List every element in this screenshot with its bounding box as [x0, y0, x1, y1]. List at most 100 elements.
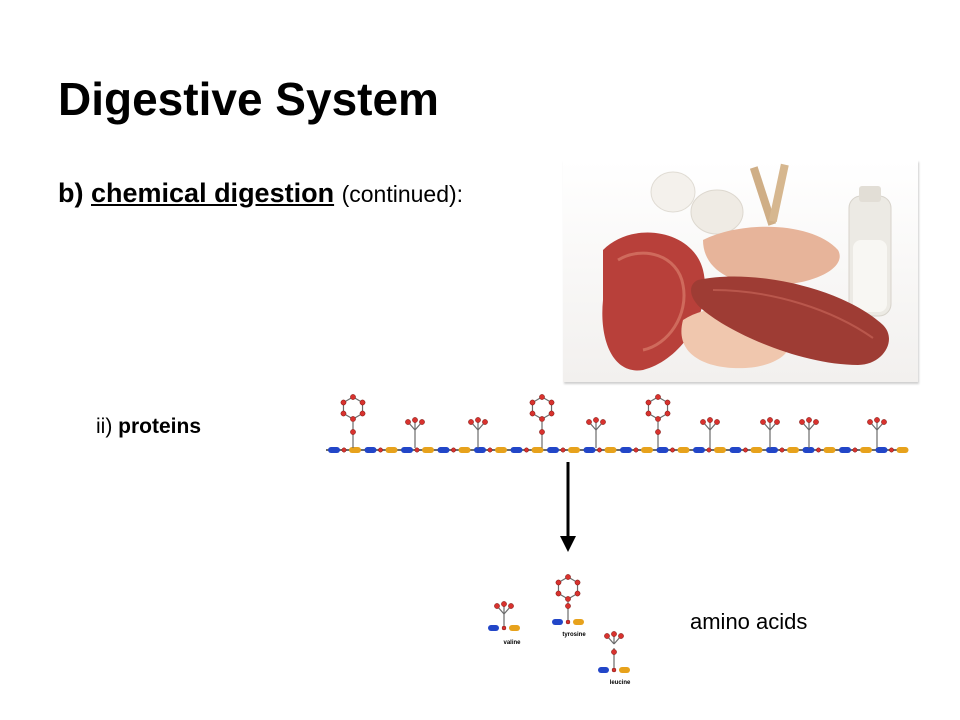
- oxygen-atom: [586, 419, 592, 425]
- oxygen-atom: [633, 447, 639, 453]
- oxygen-atom: [475, 417, 481, 423]
- residue-segment: [839, 447, 851, 453]
- oxygen-atom: [487, 447, 493, 453]
- side-chain: [405, 417, 425, 448]
- residue-segment: [495, 447, 507, 453]
- oxygen-atom: [341, 447, 347, 453]
- oxygen-atom: [529, 399, 536, 406]
- oxygen-atom: [600, 419, 606, 425]
- oxygen-atom: [670, 447, 675, 453]
- oxygen-atom: [574, 590, 581, 597]
- oxygen-atom: [405, 419, 411, 425]
- residue-segment: [860, 447, 872, 453]
- leucine-molecule: [598, 631, 630, 673]
- residue-segment: [619, 667, 630, 673]
- residue-segment: [823, 447, 836, 453]
- oxygen-atom: [655, 429, 661, 435]
- oxygen-atom: [664, 410, 671, 417]
- side-chain: [700, 417, 720, 448]
- residue-segment: [488, 625, 499, 631]
- valine-molecule: [488, 601, 520, 631]
- residue-segment: [896, 447, 909, 453]
- side-chain: [645, 394, 671, 448]
- oxygen-atom: [597, 447, 602, 453]
- protein-foods-illustration: [563, 160, 918, 382]
- oxygen-atom: [655, 416, 661, 422]
- side-chain: [867, 417, 887, 448]
- residue-segment: [750, 447, 763, 453]
- oxygen-atom: [774, 419, 780, 425]
- oxygen-atom: [482, 419, 488, 425]
- oxygen-atom: [881, 419, 887, 425]
- side-chain: [529, 394, 555, 448]
- residue-segment: [568, 447, 580, 453]
- oxygen-atom: [889, 447, 894, 453]
- residue-segment: [656, 447, 669, 453]
- oxygen-atom: [501, 601, 507, 607]
- oxygen-atom: [707, 417, 713, 423]
- heading-term: chemical digestion: [91, 178, 335, 208]
- residue-segment: [437, 447, 450, 453]
- oxygen-atom: [799, 419, 805, 425]
- oxygen-atom: [565, 596, 571, 602]
- residue-segment: [458, 447, 471, 453]
- oxygen-atom: [451, 447, 456, 453]
- oxygen-atom: [340, 410, 347, 417]
- residue-segment: [422, 447, 434, 453]
- heading-note: (continued):: [341, 181, 464, 207]
- oxygen-atom: [852, 447, 858, 453]
- residue-segment: [641, 447, 653, 453]
- oxygen-atom: [539, 394, 545, 400]
- slide-title: Digestive System: [58, 73, 439, 125]
- heading-letter: b): [58, 178, 84, 208]
- oxygen-atom: [700, 419, 706, 425]
- oxygen-atom: [340, 399, 347, 406]
- residue-segment: [787, 447, 799, 453]
- residue-segment: [677, 447, 690, 453]
- oxygen-atom: [560, 447, 566, 453]
- residue-segment: [509, 625, 520, 631]
- oxygen-atom: [664, 399, 671, 406]
- side-chains: [340, 394, 887, 448]
- oxygen-atom: [378, 447, 383, 453]
- protein-chain-diagram: [326, 394, 909, 453]
- oxygen-atom: [611, 667, 617, 673]
- residue-segment: [604, 447, 617, 453]
- oxygen-atom: [508, 603, 514, 609]
- oxygen-atom: [565, 574, 571, 580]
- oxygen-atom: [611, 631, 617, 637]
- leucine-label: leucine: [610, 680, 631, 686]
- oxygen-atom: [867, 419, 873, 425]
- oxygen-atom: [593, 417, 599, 423]
- oxygen-atom: [806, 417, 812, 423]
- residue-segment: [802, 447, 815, 453]
- residue-segment: [620, 447, 632, 453]
- oxygen-atom: [529, 410, 536, 417]
- oxygen-atom: [816, 447, 821, 453]
- tyrosine-molecule: [552, 574, 584, 625]
- subpoint-label: proteins: [118, 415, 202, 438]
- side-chain: [586, 417, 606, 448]
- oxygen-atom: [574, 579, 581, 586]
- residue-segment: [693, 447, 705, 453]
- oxygen-atom: [813, 419, 819, 425]
- residue-segment: [349, 447, 361, 453]
- oxygen-atom: [565, 619, 571, 625]
- oxygen-atom: [539, 429, 545, 435]
- down-arrow-icon: [560, 462, 576, 552]
- oxygen-atom: [760, 419, 766, 425]
- residue-segment: [547, 447, 559, 453]
- residue-segment: [401, 447, 413, 453]
- residue-segment: [875, 447, 888, 453]
- oxygen-atom: [655, 394, 661, 400]
- oxygen-atom: [359, 399, 366, 406]
- oxygen-atom: [350, 429, 356, 435]
- residue-segment: [531, 447, 544, 453]
- oxygen-atom: [565, 603, 571, 609]
- oxygen-atom: [548, 410, 555, 417]
- residue-segment: [474, 447, 486, 453]
- residue-segment: [328, 447, 340, 453]
- residue-segment: [573, 619, 584, 625]
- oxygen-atom: [645, 399, 652, 406]
- residue-segment: [766, 447, 778, 453]
